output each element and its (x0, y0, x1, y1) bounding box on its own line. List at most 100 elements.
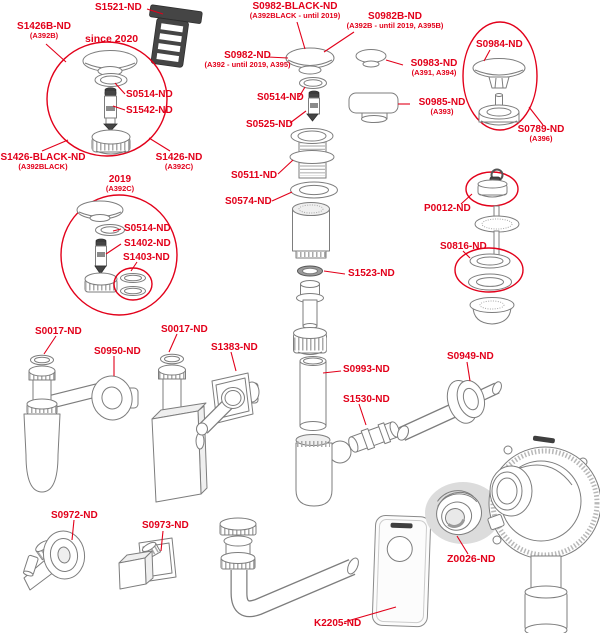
highlight-circle-s0984 (462, 21, 538, 131)
part-label-s0514-c: S0514-ND (124, 223, 171, 234)
part-number: S0525-ND (246, 119, 293, 130)
since-2020-note: since 2020 (85, 33, 138, 46)
part-number: S0574-ND (225, 196, 272, 207)
leader-lines (41, 8, 544, 623)
part-label-s0017-b: S0017-ND (161, 324, 208, 335)
part-label-s0949: S0949-ND (447, 351, 494, 362)
part-number: S0789-ND (517, 124, 565, 135)
part-number: S0983-ND (410, 58, 458, 69)
part-s1402-assembly-drawing (76, 200, 125, 293)
part-number: S1426B-ND (17, 21, 71, 32)
part-s0985-cap-drawing (348, 92, 399, 123)
alcaplast-logo-bar (532, 435, 555, 444)
part-s0972-valve-drawing (22, 530, 86, 591)
part-label-s0985: S0985-ND(A393) (411, 97, 473, 116)
part-label-s1542: S1542-ND (126, 105, 173, 116)
part-number: S1383-ND (211, 342, 258, 353)
part-number: S0950-ND (94, 346, 141, 357)
part-label-s0789: S0789-ND(A396) (512, 124, 570, 143)
part-label-s0982b: S0982B-ND(A392B - until 2019, A395B) (345, 11, 445, 30)
part-label-s0984: S0984-ND (476, 39, 523, 50)
part-s0574-gasket-drawing (290, 181, 338, 199)
part-label-s0511: S0511-ND (231, 170, 277, 181)
part-number: S1530-ND (343, 394, 390, 405)
part-s0816-gaskets-drawing (468, 253, 512, 291)
part-strainer-stem-drawing (474, 205, 520, 258)
part-number: S0949-ND (447, 351, 494, 362)
part-variant: (A392BLACK - until 2019) (249, 11, 341, 20)
part-variant: (A392B - until 2019, A395B) (346, 21, 444, 30)
part-z0026-drawing (425, 482, 501, 544)
part-pump-trap-drawing (487, 435, 600, 633)
part-number: K2205-ND (314, 618, 362, 629)
part-s0949-ring-drawing (397, 379, 502, 441)
part-label-k2205: K2205-ND (314, 618, 361, 629)
part-number: Z0026-ND (447, 553, 496, 565)
part-number: S1542-ND (126, 105, 173, 116)
part-variant: (A393) (430, 107, 454, 116)
part-label-z0026: Z0026-ND (447, 553, 496, 566)
part-s0983-cap-drawing (355, 49, 387, 68)
part-label-2019: 2019(A392C) (91, 174, 149, 193)
highlight-circle-since-2020 (46, 41, 168, 157)
part-number: S0816-ND (440, 241, 487, 252)
part-number: S1426-BLACK-ND (0, 152, 86, 163)
part-s0993-tube-drawing (299, 356, 327, 431)
part-s1403-orings-drawing (120, 273, 146, 296)
part-number: S0514-ND (124, 223, 171, 234)
part-number: S0972-ND (51, 510, 98, 521)
part-label-s1530: S1530-ND (343, 394, 390, 405)
part-number: P0012-ND (424, 203, 471, 214)
part-s1523-oring-drawing (297, 265, 323, 277)
part-variant: (A392 - until 2019, A395) (204, 60, 291, 69)
part-number: S0984-ND (476, 39, 523, 50)
part-label-s0950: S0950-ND (94, 346, 141, 357)
part-number: S0017-ND (161, 324, 208, 335)
part-s0525-plug-drawing (306, 90, 320, 122)
part-number: S0985-ND (418, 97, 466, 108)
part-round-trap-drawing (23, 365, 139, 493)
part-variant: (A392B) (29, 31, 59, 40)
part-label-s0973: S0973-ND (142, 520, 189, 531)
part-k2205-plate-drawing (371, 514, 432, 628)
part-s0511-drain-drawing (289, 128, 335, 179)
part-label-s1523: S1523-ND (348, 268, 395, 279)
part-drain-receiver-drawing (292, 202, 330, 259)
part-label-s0514-a: S0514-ND (126, 89, 173, 100)
part-s0514-washer-drawing (299, 77, 327, 89)
alcaplast-logo-bar (390, 522, 413, 529)
year-note: 2019 (108, 174, 132, 185)
part-number: S1403-ND (123, 252, 170, 263)
part-label-s0972: S0972-ND (51, 510, 98, 521)
part-s0984-cap-drawing (472, 58, 526, 89)
part-number: S1521-ND (95, 2, 142, 13)
part-s0789-base-drawing (478, 93, 520, 126)
part-strainer-body-drawing (469, 297, 515, 325)
part-label-s1403: S1403-ND (123, 252, 170, 263)
part-number: S0511-ND (231, 170, 278, 181)
part-label-s0514-b: S0514-ND (257, 92, 304, 103)
part-label-s0993: S0993-ND (343, 364, 390, 375)
part-variant: (A392C) (105, 184, 135, 193)
part-label-s1383: S1383-ND (211, 342, 258, 353)
part-label-s0525: S0525-ND (246, 119, 293, 130)
part-label-s1521: S1521-ND (95, 2, 142, 13)
part-number: S0514-ND (257, 92, 304, 103)
part-label-s1426black: S1426-BLACK-ND(A392BLACK) (0, 152, 89, 171)
part-number: S1523-ND (348, 268, 395, 279)
part-label-s0982black: S0982-BLACK-ND(A392BLACK - until 2019) (247, 1, 343, 20)
part-number: S0514-ND (126, 89, 173, 100)
part-number: S0017-ND (35, 326, 82, 337)
highlight-circle-2019 (60, 194, 178, 316)
part-coupling-nut-drawing (293, 327, 327, 355)
part-label-s0574: S0574-ND (225, 196, 272, 207)
part-number: S0982B-ND (368, 11, 422, 22)
part-s0982-dome-drawing (285, 47, 335, 75)
part-elbow-pipe-drawing (219, 517, 359, 618)
part-label-s0017-a: S0017-ND (35, 326, 82, 337)
part-s1521-drawing (149, 4, 203, 68)
part-number: S1402-ND (124, 238, 171, 249)
part-variant: (A396) (529, 134, 553, 143)
